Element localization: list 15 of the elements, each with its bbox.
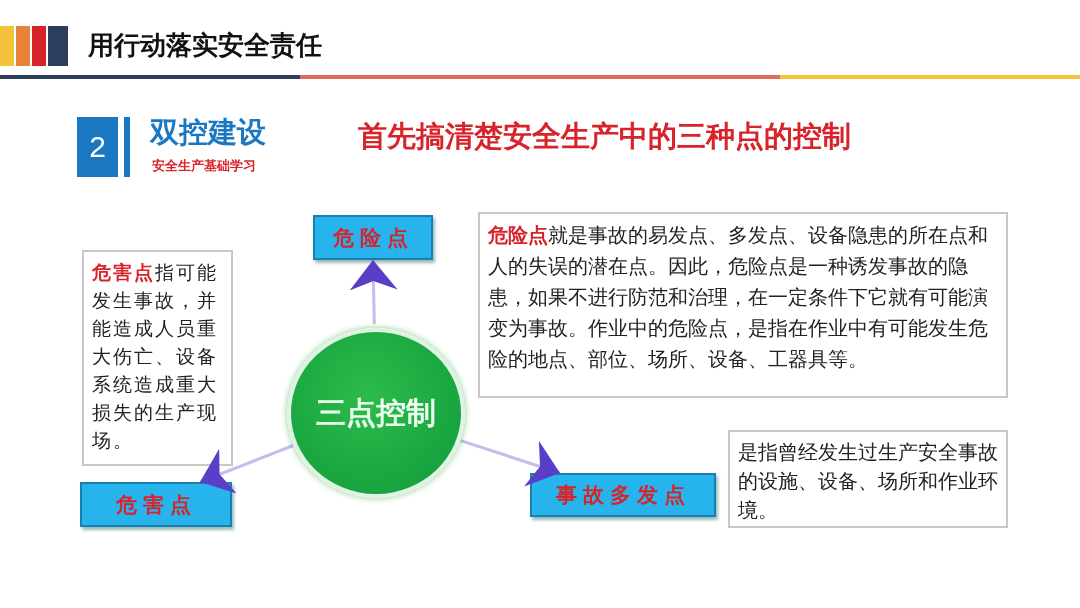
category-label: 危险点 xyxy=(313,215,433,260)
slide-headline: 首先搞清楚安全生产中的三种点的控制 xyxy=(358,118,851,155)
number-badge: 2 xyxy=(77,117,118,177)
category-label: 事故多发点 xyxy=(530,473,716,517)
description-box: 危害点指可能发生事故，并能造成人员重大伤亡、设备系统造成重大损失的生产现场。 xyxy=(82,250,233,466)
chevron-arrow xyxy=(199,444,294,494)
chevron-arrow xyxy=(460,439,561,487)
section-heading: 双控建设 xyxy=(150,114,266,151)
slide-title: 用行动落实安全责任 xyxy=(88,29,322,62)
chevron-arrow xyxy=(349,259,398,325)
control-circle: 三点控制 xyxy=(287,328,465,498)
category-label: 危害点 xyxy=(80,482,232,527)
description-box: 是指曾经发生过生产安全事故的设施、设备、场所和作业环境。 xyxy=(728,430,1008,528)
section-subtitle: 安全生产基础学习 xyxy=(152,157,256,175)
description-box: 危险点就是事故的易发点、多发点、设备隐患的所在点和人的失误的潜在点。因此，危险点是一种诱发事故的隐患，如果不进行防范和治理，在一定条件下它就有可能演变为事故。作业中的危险点，是指在作业中有可能发生危险的地点、部位、场所、设备、工器具等。 xyxy=(478,212,1008,398)
